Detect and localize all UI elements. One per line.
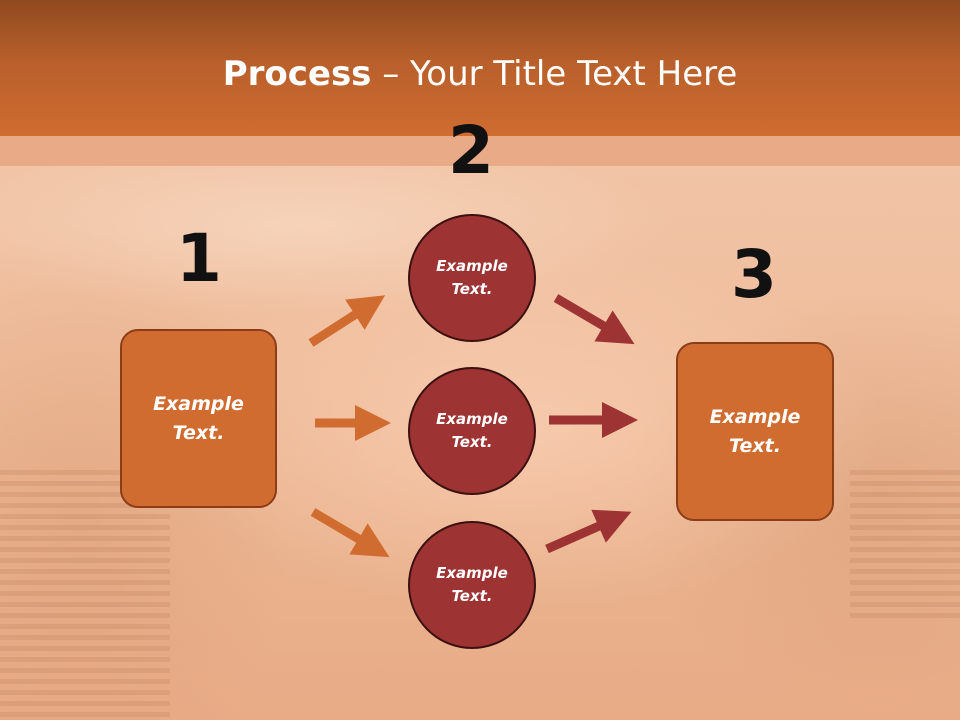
slide-title: Process – Your Title Text Here [0,52,960,96]
background-mat-left [0,470,170,720]
arrow-to-bottom-circle [310,508,390,558]
background-mat-right [850,470,960,620]
title-bar [0,0,960,136]
slide-title-rest: – Your Title Text Here [371,54,738,94]
circle-middle-label: Example Text. [436,410,508,451]
step-number-2: 2 [448,112,494,189]
circle-bottom-label: Example Text. [436,564,508,605]
step-number-3: 3 [731,236,777,313]
arrow-to-top-circle [308,295,386,347]
circle-top-label: Example Text. [436,257,508,298]
step-number-1: 1 [176,220,222,297]
step-3-label: Example Text. [709,405,801,457]
circle-top[interactable]: Example Text. [408,214,536,342]
step-3-box[interactable]: Example Text. [676,342,834,521]
step-1-box[interactable]: Example Text. [120,329,277,508]
circle-bottom[interactable]: Example Text. [408,521,536,649]
slide-title-bold: Process [222,54,372,94]
circle-middle[interactable]: Example Text. [408,367,536,495]
arrow-from-top-circle [553,294,635,345]
step-1-label: Example Text. [153,392,244,444]
arrow-from-bottom-circle [545,509,632,554]
title-bar-band [0,136,960,166]
